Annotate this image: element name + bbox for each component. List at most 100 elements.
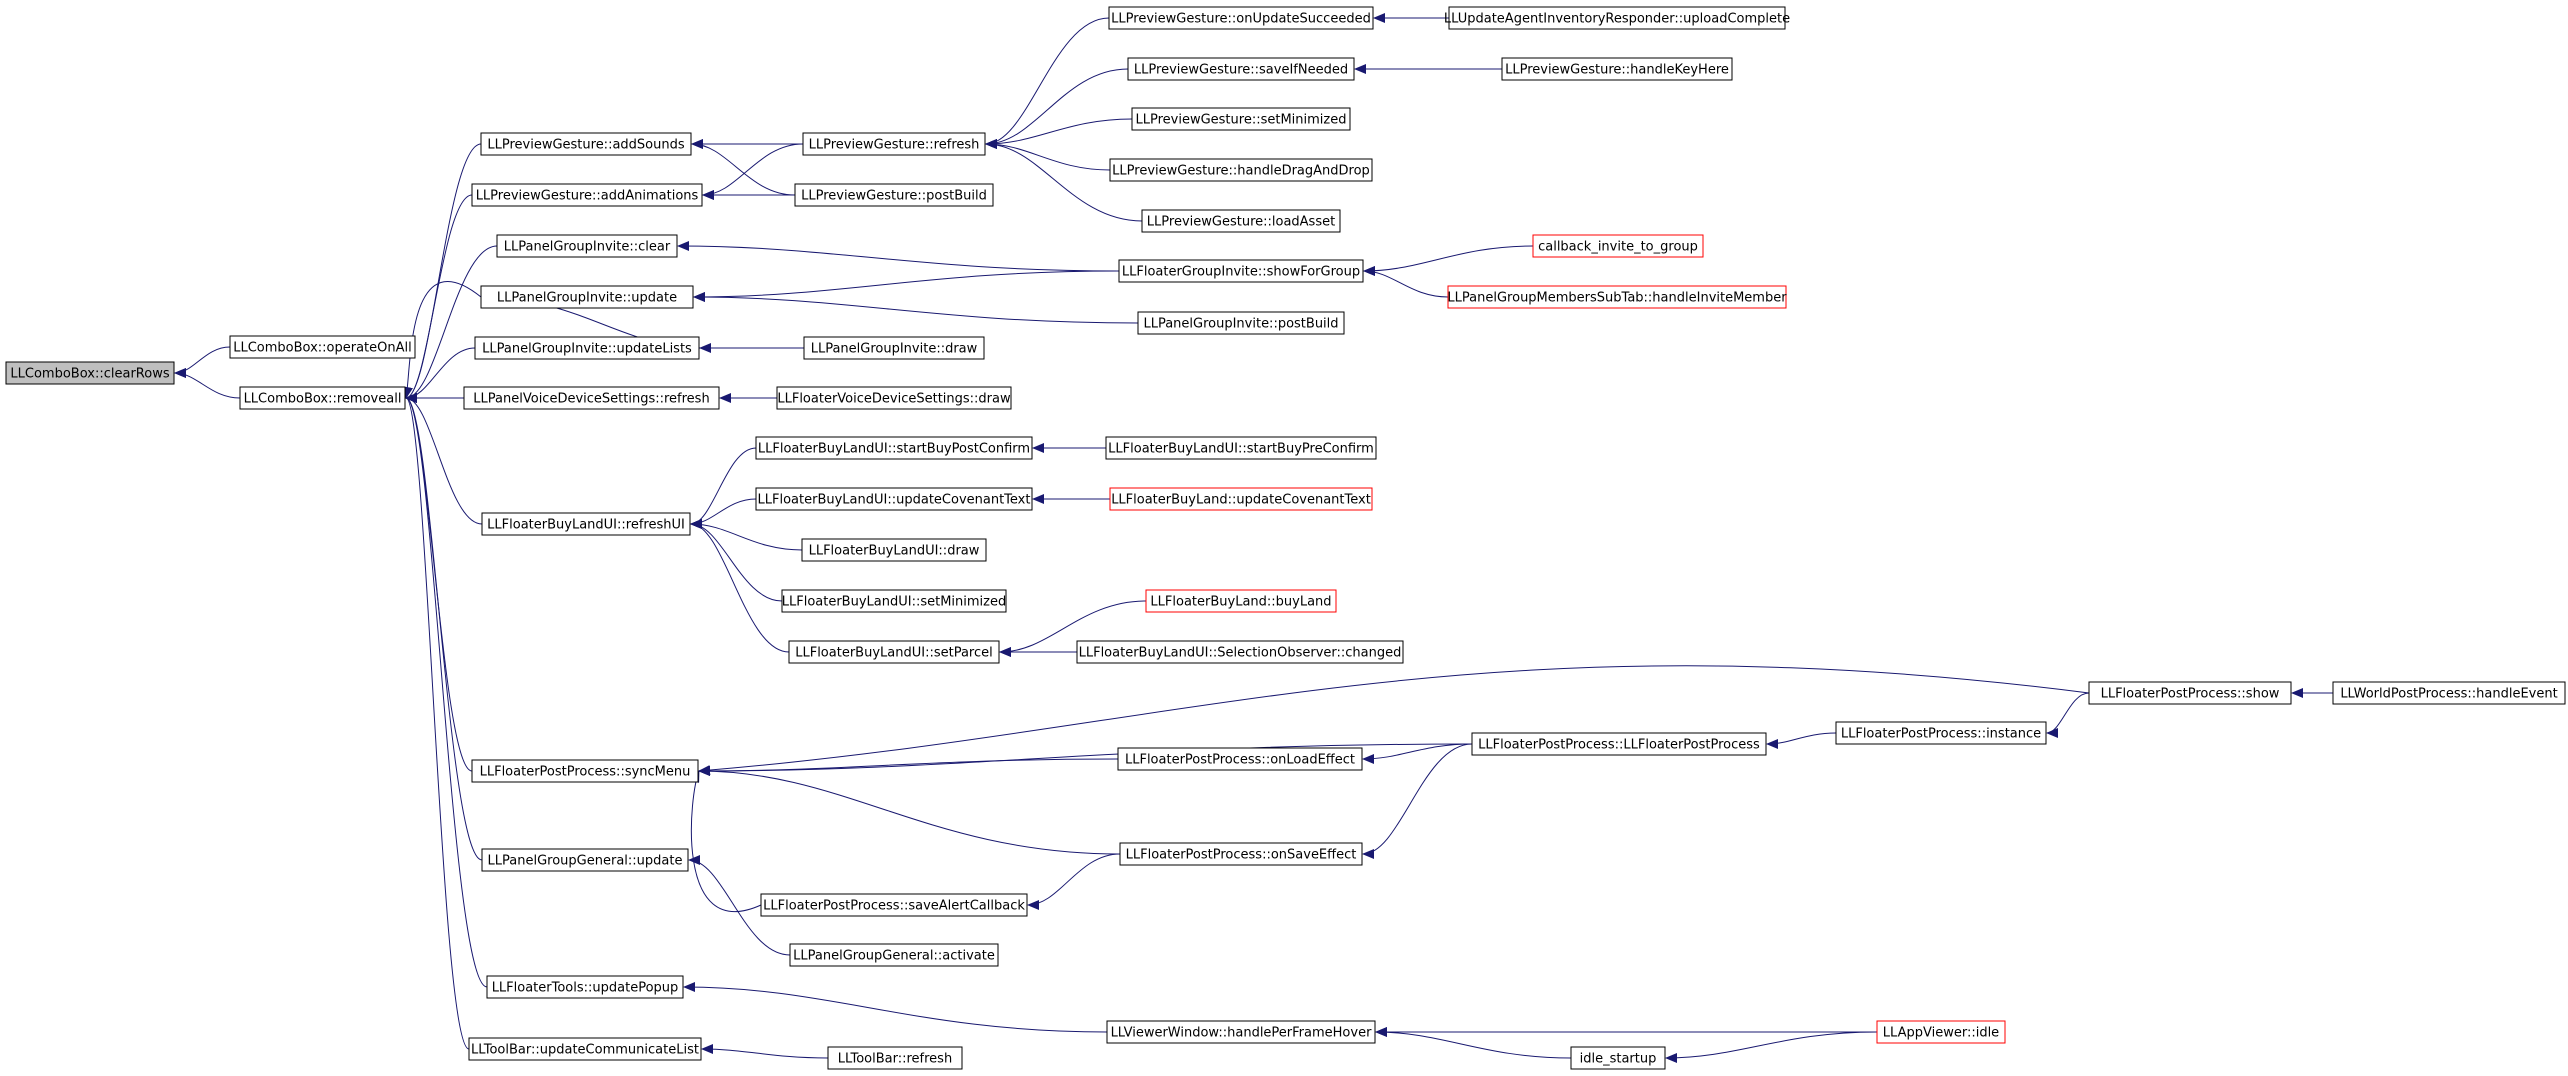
node-box [755, 487, 1033, 511]
node-llfloater-post-process-sync-menu[interactable]: LLFloaterPostProcess::syncMenu [471, 759, 699, 783]
node-label: LLFloaterPostProcess::LLFloaterPostProce… [1478, 738, 1760, 753]
node-box [496, 234, 678, 258]
nodes-layer: LLComboBox::clearRows LLComboBox::operate… [5, 6, 2566, 1070]
edge-lltool-bar-refresh-to-lltool-bar-update-communicate-list [701, 1044, 829, 1059]
node-box [1570, 1046, 1666, 1070]
node-label: LLFloaterPostProcess::show [2101, 687, 2280, 702]
node-label: LLPreviewGesture::saveIfNeeded [1134, 63, 1348, 78]
node-llfloater-buy-land-ui-set-minimized[interactable]: LLFloaterBuyLandUI::setMinimized [781, 589, 1007, 613]
node-llviewer-window-handle-per-frame-hover[interactable]: LLViewerWindow::handlePerFrameHover [1106, 1020, 1376, 1044]
node-llpanel-group-general-update[interactable]: LLPanelGroupGeneral::update [481, 848, 689, 872]
node-llpreview-gesture-handle-key-here[interactable]: LLPreviewGesture::handleKeyHere [1501, 57, 1733, 81]
node-label: LLPreviewGesture::setMinimized [1136, 113, 1347, 128]
node-llpreview-gesture-set-minimized[interactable]: LLPreviewGesture::setMinimized [1131, 107, 1351, 131]
node-label: LLPanelGroupInvite::postBuild [1143, 317, 1338, 332]
node-llcombo-box-removeall[interactable]: LLComboBox::removeall [239, 386, 406, 410]
edge-llpanel-group-general-activate-to-llpanel-group-general-update [688, 855, 791, 956]
node-llfloater-voice-device-settings-draw[interactable]: LLFloaterVoiceDeviceSettings::draw [776, 386, 1012, 410]
node-llfloater-buy-land-ui-refresh-ui[interactable]: LLFloaterBuyLandUI::refreshUI [481, 512, 691, 536]
edge-llpreview-gesture-handle-drag-and-drop-to-llpreview-gesture-refresh [985, 139, 1111, 171]
node-box [1137, 311, 1345, 335]
node-llpreview-gesture-load-asset[interactable]: LLPreviewGesture::loadAsset [1141, 209, 1341, 233]
node-llpanel-group-invite-clear[interactable]: LLPanelGroupInvite::clear [496, 234, 678, 258]
node-llpreview-gesture-handle-drag-and-drop[interactable]: LLPreviewGesture::handleDragAndDrop [1109, 158, 1373, 182]
node-llpanel-group-invite-update[interactable]: LLPanelGroupInvite::update [480, 285, 694, 309]
node-box [480, 132, 692, 156]
node-label: LLFloaterBuyLandUI::startBuyPostConfirm [758, 442, 1030, 457]
node-llfloater-buy-land-ui-start-buy-pre-confirm[interactable]: LLFloaterBuyLandUI::startBuyPreConfirm [1105, 436, 1377, 460]
node-callback-invite-to-group[interactable]: callback_invite_to_group [1532, 234, 1704, 258]
edge-idle-startup-to-llviewer-window-handle-per-frame-hover [1375, 1027, 1572, 1059]
node-llpanel-group-general-activate[interactable]: LLPanelGroupGeneral::activate [789, 943, 999, 967]
edge-llfloater-post-process-on-save-effect-to-llfloater-post-process-save-alert-callback [1027, 853, 1121, 910]
node-llpreview-gesture-refresh[interactable]: LLPreviewGesture::refresh [802, 132, 986, 156]
node-llfloater-buy-land-ui-update-covenant-text[interactable]: LLFloaterBuyLandUI::updateCovenantText [755, 487, 1033, 511]
node-llfloater-group-invite-show-for-group[interactable]: LLFloaterGroupInvite::showForGroup [1118, 259, 1364, 283]
node-llpreview-gesture-add-animations[interactable]: LLPreviewGesture::addAnimations [471, 183, 703, 207]
node-box [229, 335, 416, 359]
node-llpanel-group-invite-draw[interactable]: LLPanelGroupInvite::draw [803, 336, 985, 360]
node-label: LLPreviewGesture::loadAsset [1147, 215, 1335, 230]
node-label: LLPreviewGesture::handleKeyHere [1505, 63, 1729, 78]
node-llpanel-group-invite-update-lists[interactable]: LLPanelGroupInvite::updateLists [474, 336, 700, 360]
node-box [827, 1046, 963, 1070]
node-box [803, 336, 985, 360]
edge-llfloater-post-process-sync-menu-to-llcombo-box-removeall [405, 393, 473, 772]
edge-llviewer-window-handle-per-frame-hover-to-llfloater-tools-update-popup [683, 982, 1108, 1033]
edge-llpanel-group-general-update-to-llcombo-box-removeall [405, 393, 483, 861]
node-llupdate-agent-inventory-responder-upload-complete[interactable]: LLUpdateAgentInventoryResponder::uploadC… [1444, 6, 1790, 30]
edge-llfloater-post-process-llfloater-post-process-to-llfloater-post-process-on-load-effect [1362, 743, 1473, 764]
node-llpreview-gesture-add-sounds[interactable]: LLPreviewGesture::addSounds [480, 132, 692, 156]
edge-llfloater-post-process-show-to-llfloater-post-process-sync-menu [698, 665, 2090, 776]
node-llfloater-buy-land-ui-draw[interactable]: LLFloaterBuyLandUI::draw [801, 538, 987, 562]
node-lltool-bar-refresh[interactable]: LLToolBar::refresh [827, 1046, 963, 1070]
edge-llpreview-gesture-set-minimized-to-llpreview-gesture-refresh [985, 118, 1133, 149]
node-box [776, 386, 1012, 410]
node-llpreview-gesture-save-if-needed[interactable]: LLPreviewGesture::saveIfNeeded [1127, 57, 1355, 81]
node-llfloater-post-process-llfloater-post-process[interactable]: LLFloaterPostProcess::LLFloaterPostProce… [1471, 732, 1767, 756]
node-llfloater-buy-land-ui-selection-observer-changed[interactable]: LLFloaterBuyLandUI::SelectionObserver::c… [1076, 640, 1404, 664]
edge-callback-invite-to-group-to-llfloater-group-invite-show-for-group [1363, 245, 1534, 276]
node-label: LLFloaterBuyLand::buyLand [1150, 595, 1331, 610]
node-llfloater-post-process-save-alert-callback[interactable]: LLFloaterPostProcess::saveAlertCallback [760, 893, 1028, 917]
edge-llpanel-group-invite-update-to-llcombo-box-removeall [403, 280, 482, 399]
node-box [471, 759, 699, 783]
node-llpanel-group-invite-post-build[interactable]: LLPanelGroupInvite::postBuild [1137, 311, 1345, 335]
node-llcombo-box-operate-on-all[interactable]: LLComboBox::operateOnAll [229, 335, 416, 359]
node-llpreview-gesture-on-update-succeeded[interactable]: LLPreviewGesture::onUpdateSucceeded [1108, 6, 1374, 30]
node-llfloater-buy-land-buy-land[interactable]: LLFloaterBuyLand::buyLand [1145, 589, 1337, 613]
node-box [480, 285, 694, 309]
edge-llfloater-post-process-show-to-llfloater-post-process-instance [2046, 692, 2090, 738]
edge-llpreview-gesture-add-sounds-to-llcombo-box-removeall [405, 143, 482, 403]
node-idle-startup[interactable]: idle_startup [1570, 1046, 1666, 1070]
node-box [1448, 6, 1786, 30]
node-label: LLFloaterBuyLandUI::refreshUI [487, 518, 685, 533]
node-llfloater-post-process-on-save-effect[interactable]: LLFloaterPostProcess::onSaveEffect [1119, 842, 1363, 866]
node-label: LLUpdateAgentInventoryResponder::uploadC… [1444, 12, 1790, 27]
node-box [1109, 158, 1373, 182]
edge-llpreview-gesture-add-animations-to-llcombo-box-removeall [405, 194, 473, 403]
node-label: LLFloaterBuyLandUI::setMinimized [782, 595, 1007, 610]
node-label: LLPreviewGesture::addAnimations [476, 189, 699, 204]
node-lltool-bar-update-communicate-list[interactable]: LLToolBar::updateCommunicateList [468, 1037, 702, 1061]
node-label: LLPreviewGesture::addSounds [487, 138, 684, 153]
node-llworld-post-process-handle-event[interactable]: LLWorldPostProcess::handleEvent [2332, 681, 2566, 705]
node-llpreview-gesture-post-build[interactable]: LLPreviewGesture::postBuild [794, 183, 994, 207]
node-box [1835, 721, 2047, 745]
node-llfloater-buy-land-update-covenant-text[interactable]: LLFloaterBuyLand::updateCovenantText [1109, 487, 1373, 511]
node-llfloater-buy-land-ui-start-buy-post-confirm[interactable]: LLFloaterBuyLandUI::startBuyPostConfirm [755, 436, 1033, 460]
node-llfloater-tools-update-popup[interactable]: LLFloaterTools::updatePopup [486, 975, 684, 999]
node-box [5, 361, 175, 385]
node-label: LLFloaterBuyLandUI::setParcel [795, 646, 993, 661]
node-llapp-viewer-idle[interactable]: LLAppViewer::idle [1876, 1020, 2006, 1044]
node-llfloater-post-process-show[interactable]: LLFloaterPostProcess::show [2088, 681, 2292, 705]
node-llfloater-post-process-instance[interactable]: LLFloaterPostProcess::instance [1835, 721, 2047, 745]
node-llpanel-group-members-sub-tab-handle-invite-member[interactable]: LLPanelGroupMembersSubTab::handleInviteM… [1447, 285, 1787, 309]
node-llcombo-box-clear-rows[interactable]: LLComboBox::clearRows [5, 361, 175, 385]
edge-llfloater-post-process-instance-to-llfloater-post-process-llfloater-post-process [1766, 732, 1837, 749]
node-label: LLWorldPostProcess::handleEvent [2340, 687, 2557, 702]
node-llpanel-voice-device-settings-refresh[interactable]: LLPanelVoiceDeviceSettings::refresh [463, 386, 720, 410]
node-llfloater-post-process-on-load-effect[interactable]: LLFloaterPostProcess::onLoadEffect [1117, 747, 1363, 771]
node-llfloater-buy-land-ui-set-parcel[interactable]: LLFloaterBuyLandUI::setParcel [788, 640, 1000, 664]
